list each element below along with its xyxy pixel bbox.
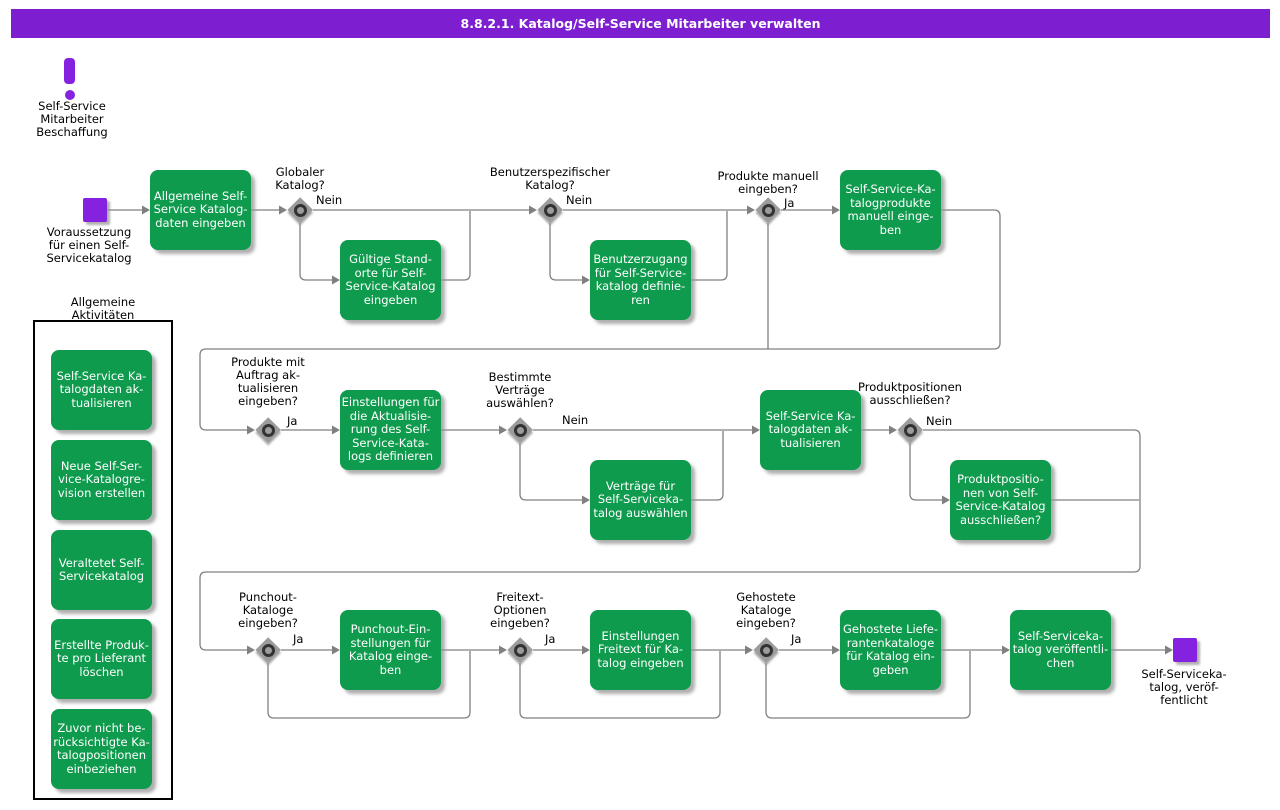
gateway-punchout[interactable] xyxy=(254,636,281,663)
start-event[interactable] xyxy=(83,198,107,222)
task-publish-catalog[interactable]: Self-Serviceka- talog veröffentli- chen xyxy=(1010,610,1111,690)
gateway-exclude-positions[interactable] xyxy=(896,416,923,443)
task-manual-products[interactable]: Self-Service-Ka- talogprodukte manuell e… xyxy=(840,170,941,250)
branch-label: Ja xyxy=(287,414,298,428)
gateway-ring-icon xyxy=(759,643,773,657)
gateway-question: Punchout- Kataloge eingeben? xyxy=(238,590,298,630)
task-label: Benutzerzugang für Self-Service- katalog… xyxy=(593,252,688,307)
end-event[interactable] xyxy=(1173,638,1197,662)
branch-label: Nein xyxy=(566,193,593,207)
sidebar-task-outdated-catalog[interactable]: Veraltetet Self- Servicekatalog xyxy=(51,530,152,610)
task-user-access[interactable]: Benutzerzugang für Self-Service- katalog… xyxy=(590,240,691,320)
branch-label: Ja xyxy=(293,632,304,646)
exclamation-bar xyxy=(64,58,75,84)
task-label: Erstellte Produk- te pro Lieferant lösch… xyxy=(54,637,149,679)
task-hosted-catalogs[interactable]: Gehostete Liefe- rantenkataloge für Kata… xyxy=(840,610,941,690)
gateway-ring-icon xyxy=(903,423,917,437)
gateway-ring-icon xyxy=(293,203,307,217)
gateway-update-with-order[interactable] xyxy=(254,416,281,443)
task-label: Produktpositio- nen von Self- Service-Ka… xyxy=(955,472,1046,527)
task-punchout-settings[interactable]: Punchout-Ein- stellungen für Katalog ein… xyxy=(340,610,441,690)
exclamation-icon[interactable] xyxy=(55,55,85,105)
sidebar-task-include-positions[interactable]: Zuvor nicht be- rücksichtigte Ka- talogp… xyxy=(51,709,152,789)
branch-label: Ja xyxy=(791,632,802,646)
trigger-event-label: Self-Service Mitarbeiter Beschaffung xyxy=(36,99,108,139)
gateway-ring-icon xyxy=(761,203,775,217)
task-label: Gehostete Liefe- rantenkataloge für Kata… xyxy=(842,622,939,677)
sidebar-task-update-catalog-data[interactable]: Self-Service Ka- talogdaten ak- tualisie… xyxy=(51,350,152,430)
page-title: 8.8.2.1. Katalog/Self-Service Mitarbeite… xyxy=(460,16,821,31)
task-label: Veraltetet Self- Servicekatalog xyxy=(58,555,145,583)
gateway-question: Bestimmte Verträge auswählen? xyxy=(486,370,554,410)
task-label: Self-Service Ka- talogdaten ak- tualisie… xyxy=(765,408,856,450)
branch-label: Nein xyxy=(316,193,343,207)
task-label: Punchout-Ein- stellungen für Katalog ein… xyxy=(348,622,433,677)
gateway-ring-icon xyxy=(543,203,557,217)
task-valid-locations[interactable]: Gültige Stand- orte für Self- Service-Ka… xyxy=(340,240,441,320)
task-update-settings[interactable]: Einstellungen für die Aktualisie- rung d… xyxy=(340,390,441,470)
gateway-question: Gehostete Kataloge eingeben? xyxy=(736,590,796,630)
gateway-ring-icon xyxy=(261,423,275,437)
task-select-contracts[interactable]: Verträge für Self-Serviceka- talog auswä… xyxy=(590,460,691,540)
task-update-catalog-data[interactable]: Self-Service Ka- talogdaten ak- tualisie… xyxy=(760,390,861,470)
gateway-ring-icon xyxy=(513,643,527,657)
gateway-manual-products[interactable] xyxy=(754,196,781,223)
task-label: Self-Service Ka- talogdaten ak- tualisie… xyxy=(56,368,147,410)
task-label: Neue Self-Ser- vice-Katalogre- vision er… xyxy=(57,458,146,500)
exclamation-dot xyxy=(64,90,75,100)
gateway-question: Benutzerspezifischer Katalog? xyxy=(489,165,611,192)
gateway-user-specific-catalog[interactable] xyxy=(536,196,563,223)
task-label: Gültige Stand- orte für Self- Service-Ka… xyxy=(345,252,436,307)
task-label: Self-Serviceka- talog veröffentli- chen xyxy=(1012,628,1109,670)
branch-label: Ja xyxy=(784,196,795,210)
gateway-question: Globaler Katalog? xyxy=(275,165,325,192)
task-enter-catalog-data[interactable]: Allgemeine Self- Service Katalog- daten … xyxy=(150,170,251,250)
gateway-question: Freitext- Optionen eingeben? xyxy=(490,590,550,630)
gateway-ring-icon xyxy=(513,423,527,437)
sidebar-title: Allgemeine Aktivitäten xyxy=(70,296,136,320)
sidebar-panel: Self-Service Ka- talogdaten ak- tualisie… xyxy=(33,320,173,800)
gateway-question: Produkte mit Auftrag ak- tualisieren ein… xyxy=(231,355,305,408)
task-exclude-positions[interactable]: Produktpositio- nen von Self- Service-Ka… xyxy=(950,460,1051,540)
task-label: Allgemeine Self- Service Katalog- daten … xyxy=(153,188,248,230)
gateway-specific-contracts[interactable] xyxy=(506,416,533,443)
gateway-freetext[interactable] xyxy=(506,636,533,663)
sidebar-task-delete-products[interactable]: Erstellte Produk- te pro Lieferant lösch… xyxy=(51,619,152,699)
gateway-question: Produktpositionen ausschließen? xyxy=(858,380,962,407)
task-label: Zuvor nicht be- rücksichtigte Ka- talogp… xyxy=(53,721,150,776)
branch-label: Ja xyxy=(545,632,556,646)
gateway-question: Produkte manuell eingeben? xyxy=(717,169,819,196)
task-label: Self-Service-Ka- talogprodukte manuell e… xyxy=(845,182,936,237)
task-freetext-settings[interactable]: Einstellungen Freitext für Ka- talog ein… xyxy=(590,610,691,690)
branch-label: Nein xyxy=(926,414,953,428)
start-event-label: Voraussetzung für einen Self- Servicekat… xyxy=(46,225,132,265)
sidebar-task-new-revision[interactable]: Neue Self-Ser- vice-Katalogre- vision er… xyxy=(51,440,152,520)
task-label: Einstellungen für die Aktualisie- rung d… xyxy=(341,395,440,464)
branch-label: Nein xyxy=(562,413,589,427)
task-label: Einstellungen Freitext für Ka- talog ein… xyxy=(597,628,684,670)
title-bar: 8.8.2.1. Katalog/Self-Service Mitarbeite… xyxy=(11,9,1270,38)
gateway-global-catalog[interactable] xyxy=(286,196,313,223)
gateway-ring-icon xyxy=(261,643,275,657)
task-label: Verträge für Self-Serviceka- talog auswä… xyxy=(593,478,688,520)
end-event-label: Self-Serviceka- talog, veröf- fentlicht xyxy=(1141,667,1227,707)
gateway-hosted[interactable] xyxy=(752,636,779,663)
